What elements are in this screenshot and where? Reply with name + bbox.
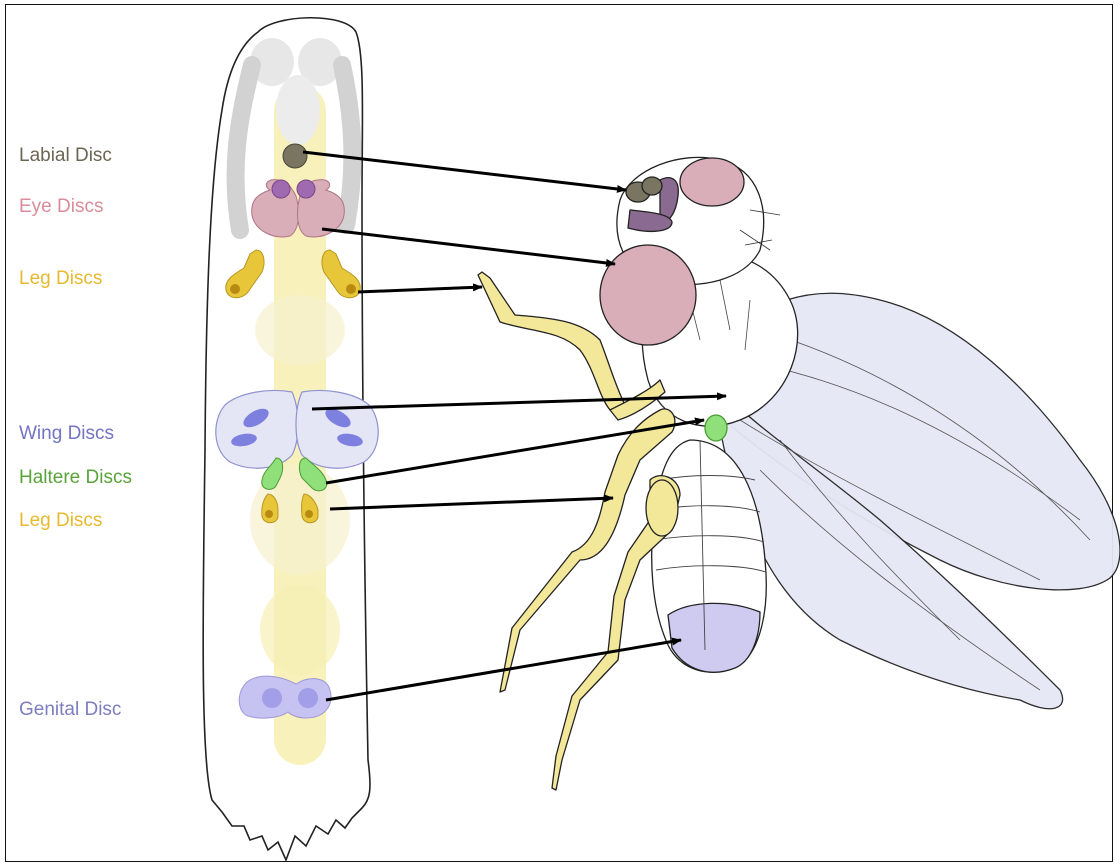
label-leg-discs-lower: Leg Discs — [19, 511, 102, 530]
genital-disc — [239, 676, 331, 718]
arrow-eye — [322, 229, 615, 264]
label-wing-discs: Wing Discs — [19, 424, 114, 443]
larva-icon — [203, 18, 378, 860]
arrow-leg-mid — [330, 498, 613, 509]
label-haltere-discs: Haltere Discs — [19, 468, 132, 487]
label-labial-disc: Labial Disc — [19, 146, 112, 165]
fly-haltere — [705, 415, 727, 441]
fly-compound-eye — [600, 245, 696, 345]
label-eye-discs: Eye Discs — [19, 197, 103, 216]
label-leg-discs-upper: Leg Discs — [19, 269, 102, 288]
labial-disc — [283, 144, 307, 168]
fly-icon — [478, 157, 1120, 790]
arrow-leg-front — [358, 287, 482, 292]
label-genital-disc: Genital Disc — [19, 700, 121, 719]
